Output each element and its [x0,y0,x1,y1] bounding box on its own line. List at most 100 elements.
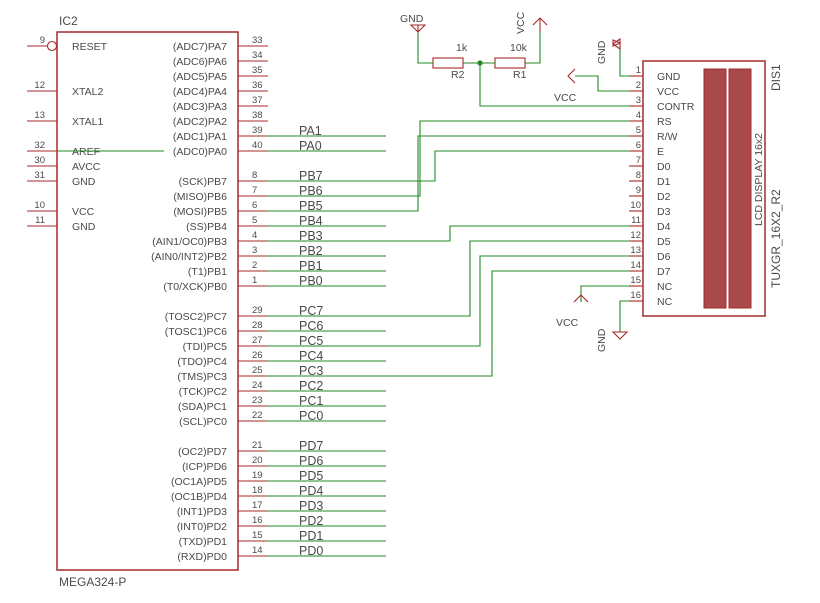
lcd-pin-4: 4RS [629,110,672,128]
net-label: PD3 [299,499,323,513]
pin-number: 8 [252,170,257,181]
lcd-part: TUXGR_16X2_R2 [769,189,783,288]
ic2-right-pin-pa7: 33(ADC7)PA7 [173,35,268,53]
pin-number: 13 [630,245,641,256]
net-label: PD6 [299,454,323,468]
pin-label: E [657,146,664,158]
pin-number: 6 [636,140,641,151]
pin-label: (ICP)PD6 [182,461,227,473]
pin-label: AVCC [72,161,101,173]
pin-label: GND [72,176,96,188]
wire-pb5-rw [386,135,630,212]
pin-number: 10 [630,200,641,211]
pin-number: 40 [252,140,263,151]
pin-number: 16 [630,290,641,301]
pin-number: 5 [636,125,641,136]
invert-bubble-icon [46,40,58,52]
pin-number: 5 [252,215,257,226]
r1-value: 10k [510,42,528,54]
pin-label: (ADC5)PA5 [173,71,227,83]
pin-label: (ADC2)PA2 [173,116,227,128]
pin-label: (TOSC1)PC6 [165,326,227,338]
pin-label: VCC [72,206,95,218]
r2-value: 1k [456,42,468,54]
lcd-body [642,60,766,317]
lcd-pin-8: 8D1 [629,170,671,188]
pin-number: 13 [34,110,45,121]
pin-label: D6 [657,251,671,263]
resistor-r2: 1k R2 [432,42,468,81]
vcc-pin2-icon [567,68,576,84]
gnd-lcd-symbol: GND [596,37,629,77]
pin-label: AREF [72,146,100,158]
net-label: PB1 [299,259,323,273]
pin-number: 33 [252,35,263,46]
pin-label: NC [657,296,673,308]
pin-label: (MISO)PB6 [173,191,227,203]
pin-label: D4 [657,221,671,233]
pin-label: (TXD)PD1 [179,536,228,548]
wire-pc3-d7 [386,270,630,377]
net-label: PA0 [299,139,322,153]
pin-number: 17 [252,500,263,511]
r2-body [432,57,464,69]
pin-number: 21 [252,440,263,451]
gnd-top-symbol: GND [400,13,427,33]
pin-number: 26 [252,350,263,361]
ic2-body [56,31,239,571]
wire-pb3-d4 [386,225,630,242]
gnd-to-r2-wire [417,32,433,64]
pin-number: 24 [252,380,263,391]
wire-pc7-d5 [386,240,630,317]
net-label: PC4 [299,349,323,363]
pin-label: GND [657,71,681,83]
ic2-part: MEGA324-P [59,575,126,589]
pin-label: VCC [657,86,680,98]
gnd-bottom-icon [611,331,629,340]
pin-number: 16 [252,515,263,526]
pin-number: 14 [630,260,641,271]
pin-number: 23 [252,395,263,406]
vcc-bottom-symbol: VCC [556,285,629,329]
pin-number: 6 [252,200,257,211]
gnd-bottom-symbol: GND [596,300,629,352]
net-label: PA1 [299,124,322,138]
pin-number: 10 [34,200,45,211]
pin-label: (TDO)PC4 [177,356,227,368]
net-label: PB3 [299,229,323,243]
pin-number: 9 [636,185,641,196]
ic2-name: IC2 [59,14,78,28]
pin-label: (TOSC2)PC7 [165,311,227,323]
lcd-symbol: LCD DISPLAY 16x2 DIS1 TUXGR_16X2_R2 1GND… [629,60,783,317]
pin-label: (AIN1/OC0)PB3 [152,236,227,248]
wire-pc5-d6 [386,255,630,347]
pin-label: D5 [657,236,671,248]
r1-body [494,57,526,69]
net-label: PD4 [299,484,323,498]
pin-label: RS [657,116,672,128]
pin-number: 15 [252,530,263,541]
net-label: PB0 [299,274,323,288]
pin-number: 1 [252,275,257,286]
lcd-pin-5: 5R/W [629,125,678,143]
vcc-pin2-wire [575,75,629,92]
